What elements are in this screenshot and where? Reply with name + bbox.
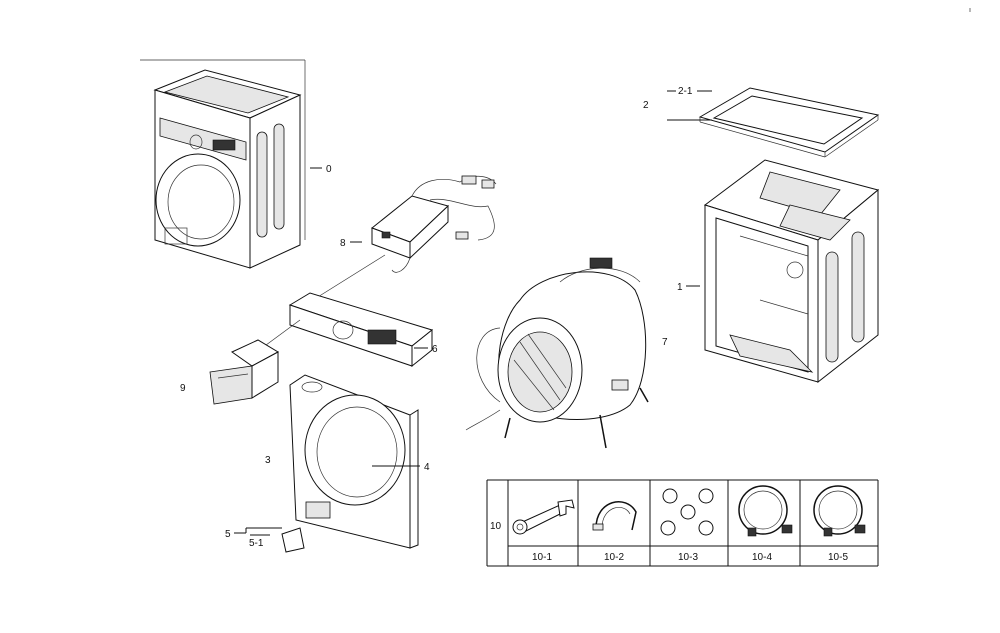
- part-label-2: 2: [643, 100, 649, 111]
- washer-assembly-illustration: [140, 59, 306, 269]
- accessories-table: [486, 479, 879, 567]
- spanner-illustration: [512, 499, 575, 535]
- accessory-label-10-4: 10-4: [752, 552, 772, 563]
- part-label-0: 0: [326, 164, 332, 175]
- detergent-drawer-illustration: [209, 339, 280, 405]
- part-label-2-1: 2-1: [678, 86, 693, 97]
- part-label-8: 8: [340, 238, 346, 249]
- part-label-5-1: 5-1: [249, 538, 264, 549]
- inlet-hose-hot-illustration: [813, 485, 866, 537]
- accessory-label-10-5: 10-5: [828, 552, 848, 563]
- control-panel-illustration: [288, 292, 434, 368]
- part-label-6: 6: [432, 344, 438, 355]
- part-label-9: 7: [662, 337, 668, 348]
- tub-assembly-illustration: [465, 257, 649, 449]
- part-label-7: 9: [180, 383, 186, 394]
- accessory-label-10-3: 10-3: [678, 552, 698, 563]
- accessory-group-label: 10: [490, 521, 502, 532]
- caps-illustration: [660, 488, 714, 536]
- part-label-1: 1: [677, 282, 683, 293]
- part-label-3: 3: [265, 455, 271, 466]
- part-label-4: 4: [424, 462, 430, 473]
- cabinet-frame-illustration: [703, 159, 880, 384]
- part-label-5: 5: [225, 529, 231, 540]
- inlet-hose-cold-illustration: [738, 485, 793, 537]
- top-cover-illustration: [698, 87, 880, 158]
- hose-hanger-illustration: [592, 501, 637, 531]
- accessory-label-10-2: 10-2: [604, 552, 624, 563]
- accessory-label-10-1: 10-1: [532, 552, 552, 563]
- control-pcb-illustration: [370, 175, 497, 273]
- front-panel-illustration: [281, 374, 419, 553]
